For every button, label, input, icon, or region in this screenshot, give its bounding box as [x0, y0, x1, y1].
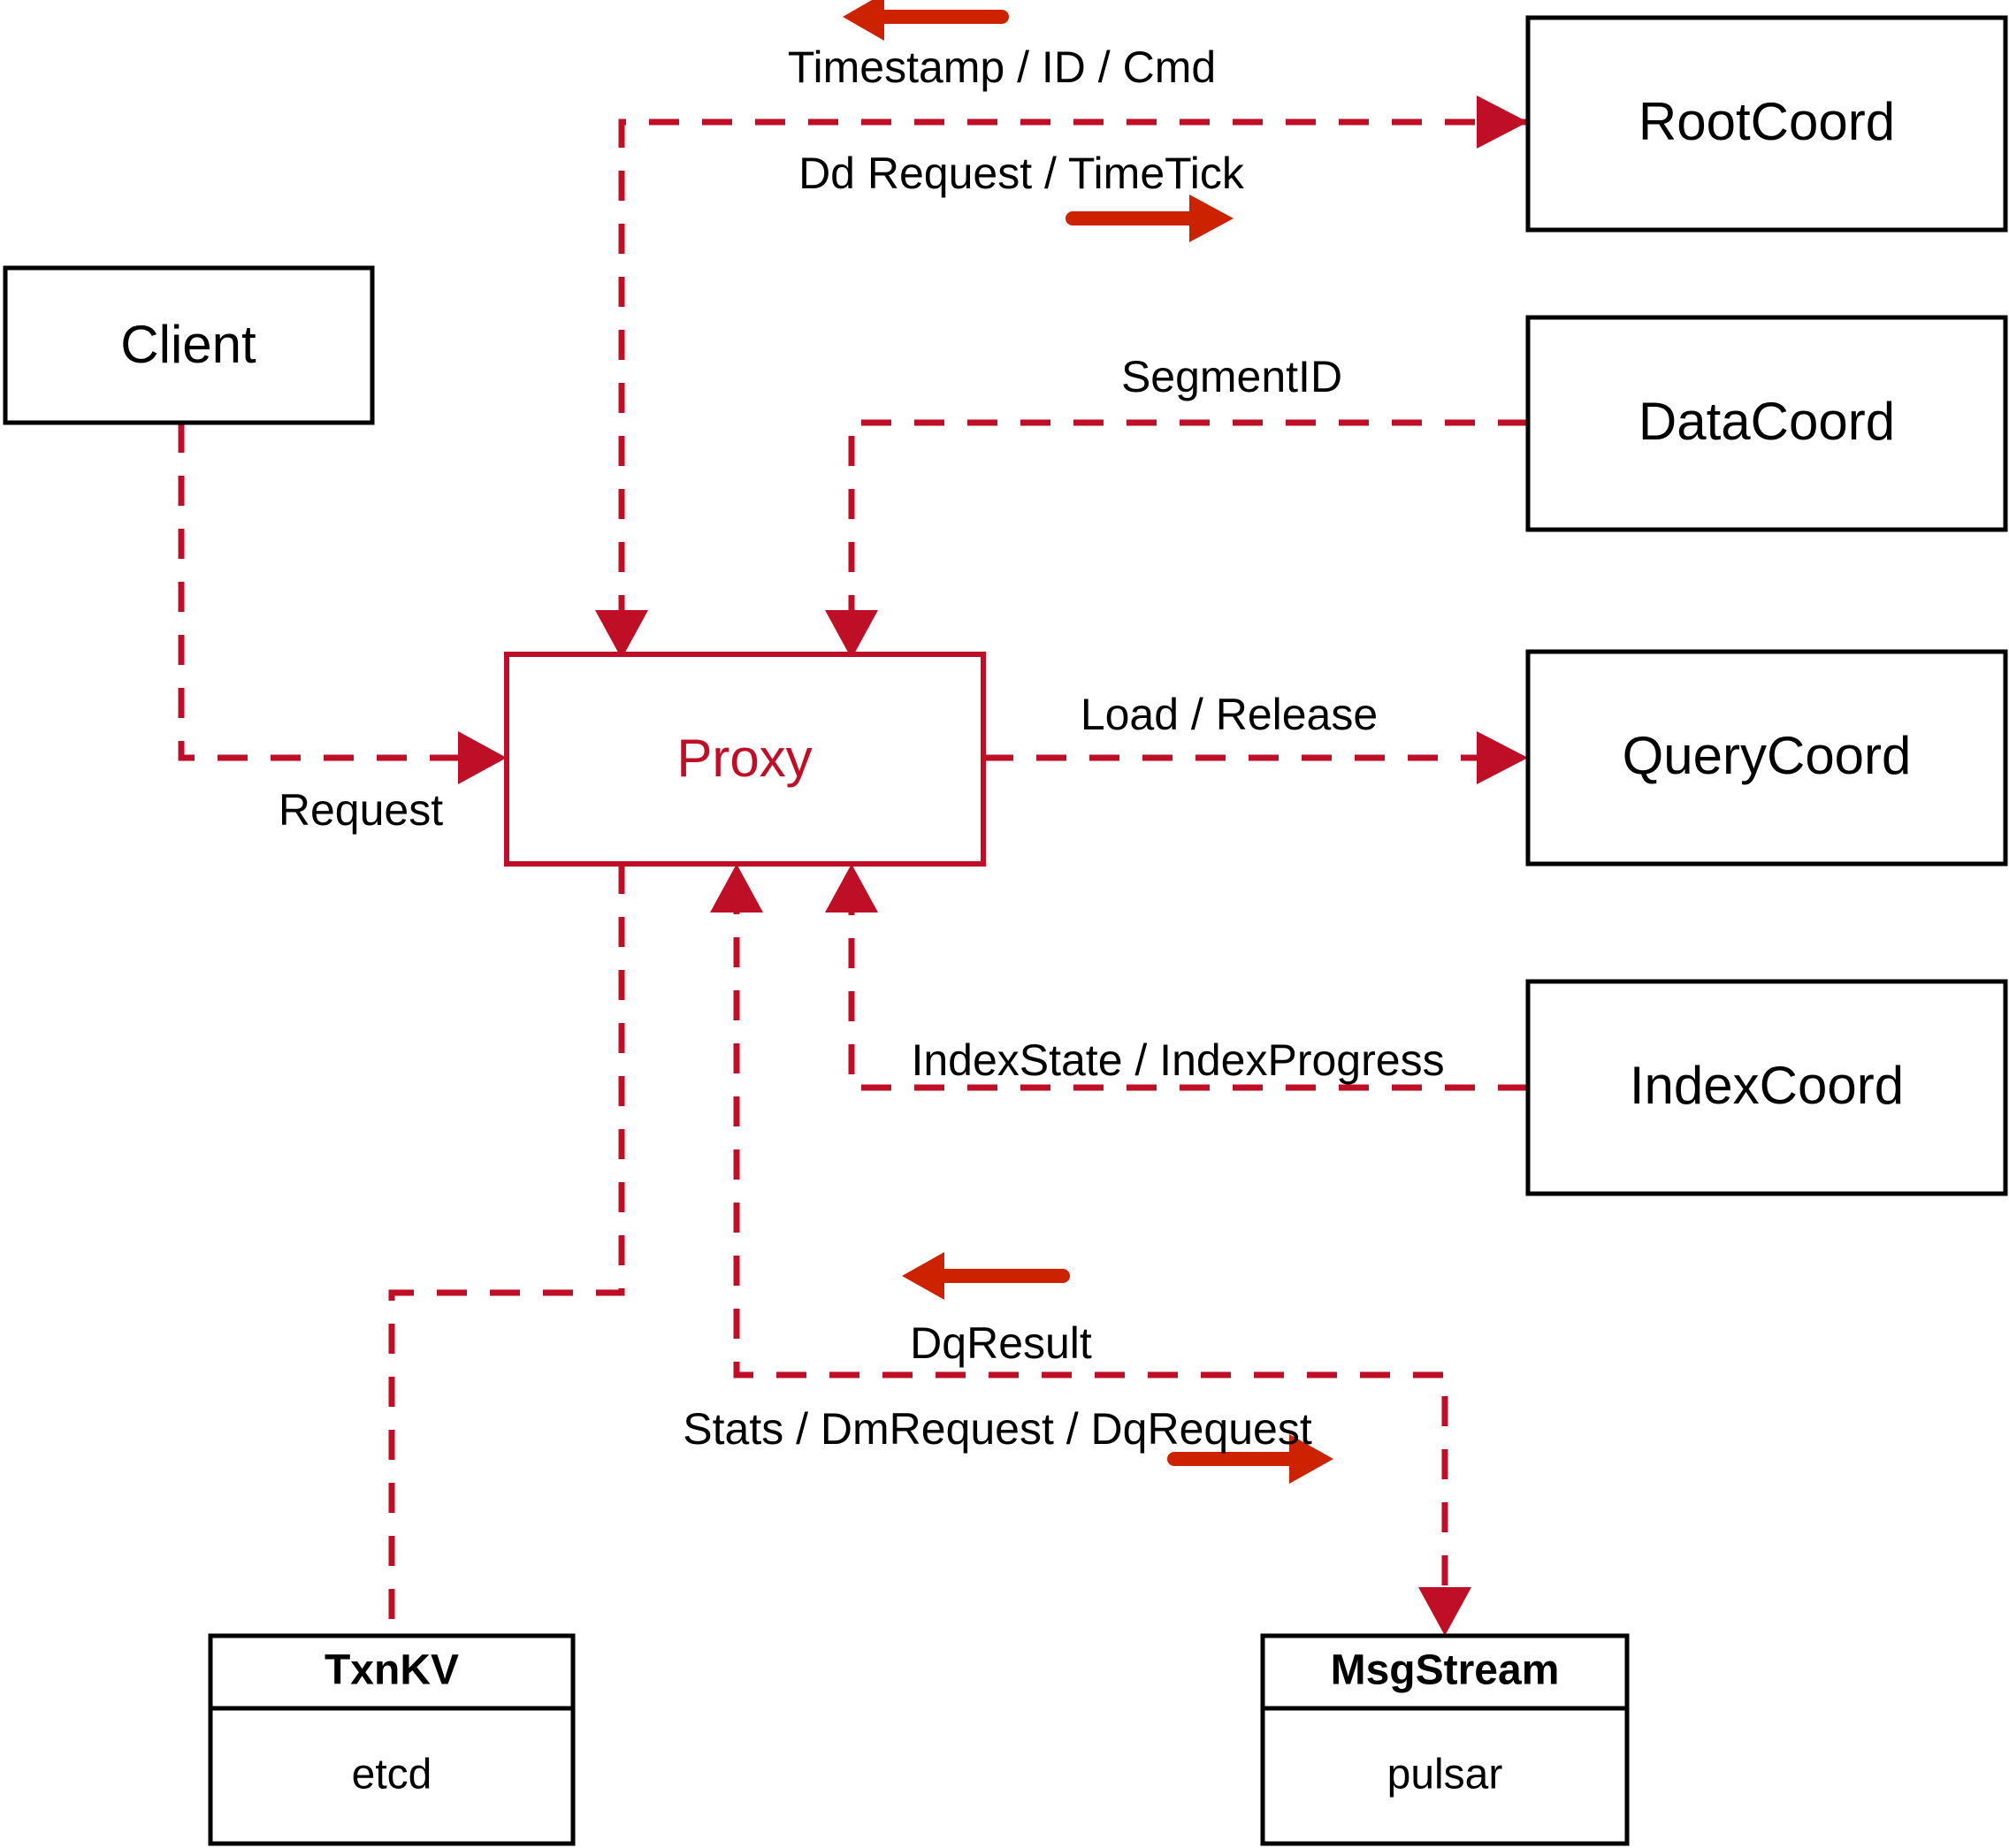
direction-arrow-right-ddrequest [1066, 195, 1234, 242]
direction-arrow-right-dqrequest [1167, 1434, 1333, 1484]
node-datacoord[interactable]: DataCoord [1525, 315, 2008, 532]
node-indexcoord-label: IndexCoord [1630, 1056, 1904, 1115]
edge-proxy-to-query [983, 731, 1528, 784]
node-msgstream-impl: pulsar [1387, 1752, 1503, 1798]
edge-label-indexstate-indexprogress: IndexState / IndexProgress [911, 1035, 1444, 1085]
edge-root-to-proxy [595, 118, 1528, 659]
edge-data-to-proxy [825, 419, 1528, 659]
node-rootcoord[interactable]: RootCoord [1525, 15, 2008, 233]
edge-client-to-proxy [178, 423, 507, 784]
edge-msgstream-proxy [710, 864, 1471, 1636]
node-txnkv-title: TxnKV [325, 1647, 459, 1694]
direction-arrow-left-dqresult [902, 1252, 1070, 1300]
edge-proxy-to-txnkv [388, 864, 625, 1636]
node-client-label: Client [120, 315, 256, 374]
node-indexcoord[interactable]: IndexCoord [1525, 979, 2008, 1196]
node-txnkv[interactable]: TxnKV etcd [208, 1633, 576, 1846]
edge-label-timestamp-id-cmd: Timestamp / ID / Cmd [788, 42, 1216, 92]
node-txnkv-impl: etcd [352, 1752, 432, 1798]
node-querycoord-label: QueryCoord [1623, 726, 1912, 785]
node-querycoord[interactable]: QueryCoord [1525, 649, 2008, 867]
edge-label-dqresult: DqResult [910, 1318, 1092, 1368]
edge-proxy-to-root [1477, 95, 1528, 149]
edge-label-request: Request [279, 785, 443, 835]
node-datacoord-label: DataCoord [1639, 392, 1895, 451]
edge-label-dd-request-timetick: Dd Request / TimeTick [798, 149, 1245, 198]
direction-arrow-left-timestamp [843, 0, 1009, 41]
node-rootcoord-label: RootCoord [1639, 92, 1895, 151]
edge-label-segmentid: SegmentID [1121, 352, 1342, 401]
node-msgstream[interactable]: MsgStream pulsar [1260, 1633, 1630, 1846]
node-proxy[interactable]: Proxy [504, 652, 986, 867]
edge-label-stats-dmrequest-dqrequest: Stats / DmRequest / DqRequest [683, 1404, 1312, 1454]
node-client[interactable]: Client [3, 265, 375, 425]
edge-index-to-proxy [825, 864, 1528, 1091]
node-msgstream-title: MsgStream [1331, 1647, 1560, 1694]
edge-label-load-release: Load / Release [1081, 690, 1378, 739]
node-proxy-label: Proxy [676, 729, 812, 788]
